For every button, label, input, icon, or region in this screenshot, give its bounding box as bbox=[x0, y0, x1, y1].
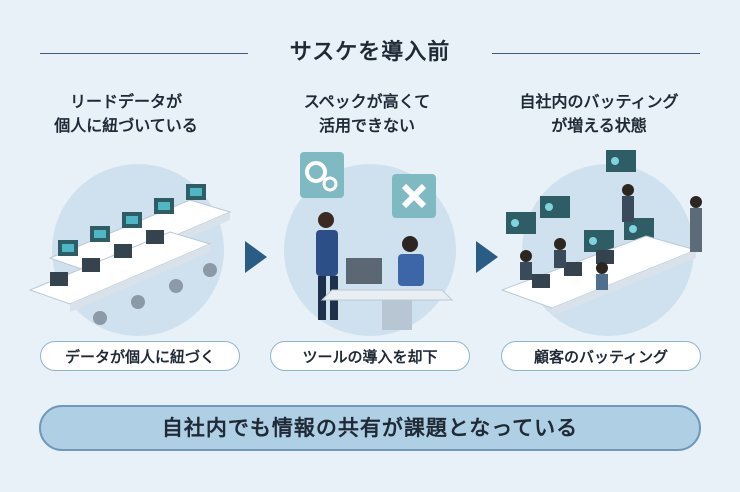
office-chairs bbox=[93, 263, 217, 325]
desktop-icon bbox=[50, 184, 206, 286]
column-2-heading-line2: 活用できない bbox=[318, 116, 415, 135]
title-rule-right bbox=[492, 53, 700, 54]
column-2-heading: スペックが高くて 活用できない bbox=[262, 90, 472, 138]
column-3-heading-line1: 自社内のバッティング bbox=[519, 92, 679, 111]
title-rule-left bbox=[40, 53, 248, 54]
column-1-heading-line2: 個人に紐づいている bbox=[54, 116, 198, 135]
arrow-right-icon bbox=[476, 241, 498, 273]
scene-customer-overlap bbox=[500, 150, 702, 336]
summary-banner: 自社内でも情報の共有が課題となっている bbox=[39, 405, 701, 451]
x-mark-icon bbox=[392, 174, 436, 218]
seated-person bbox=[398, 236, 424, 286]
office-workers bbox=[520, 184, 702, 290]
column-3-heading: 自社内のバッティング が増える状態 bbox=[494, 90, 704, 138]
page-title: サスケを導入前 bbox=[289, 40, 451, 65]
gears-icon bbox=[300, 152, 344, 198]
profile-card-icon bbox=[506, 150, 654, 252]
arrow-right-icon bbox=[245, 241, 267, 273]
column-2-label: ツールの導入を却下 bbox=[270, 341, 470, 371]
column-1-label: データが個人に紐づく bbox=[40, 341, 240, 371]
column-2-heading-line1: スペックが高くて bbox=[303, 92, 431, 111]
title-bar: サスケを導入前 bbox=[40, 38, 700, 68]
column-1-heading-line1: リードデータが bbox=[69, 92, 182, 111]
column-3-heading-line2: が増える状態 bbox=[551, 116, 647, 135]
scene-desks-office bbox=[28, 164, 232, 336]
standing-person bbox=[316, 212, 338, 320]
work-desk bbox=[320, 258, 454, 330]
column-3-label: 顧客のバッティング bbox=[501, 341, 701, 371]
scene-rejected-tool bbox=[284, 152, 456, 336]
column-1-heading: リードデータが 個人に紐づいている bbox=[21, 90, 231, 138]
